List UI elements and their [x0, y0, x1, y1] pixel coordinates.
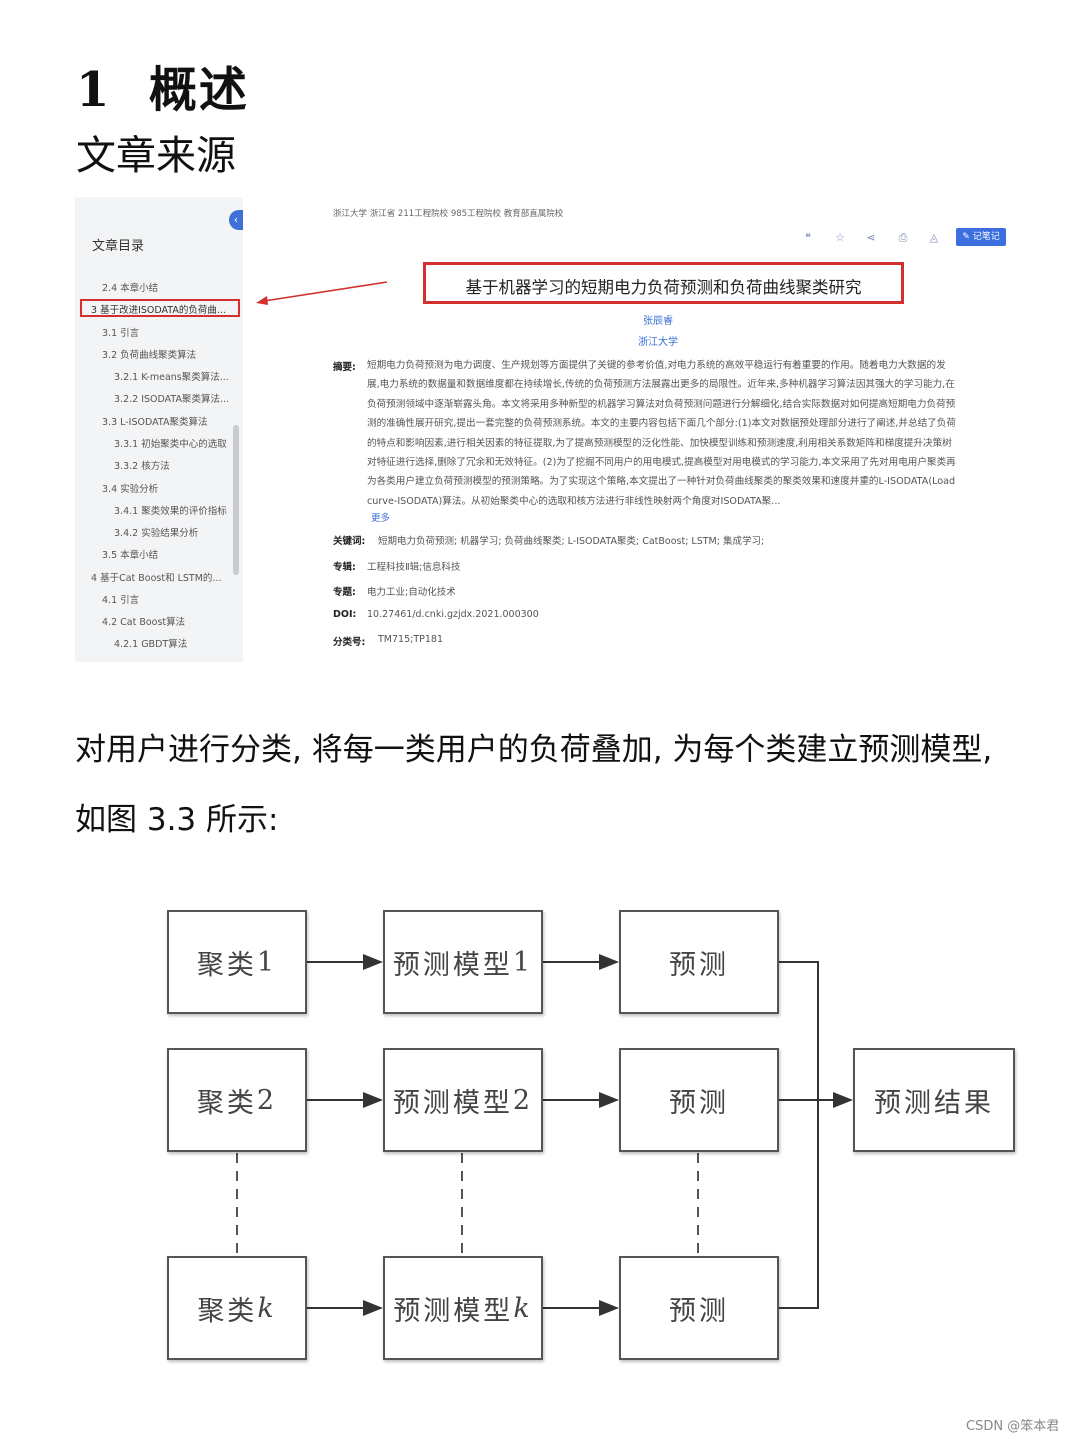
topic-value: 电力工业;自动化技术	[367, 584, 456, 598]
predict-k-box: 预测	[619, 1256, 779, 1360]
subheading: 文章来源	[76, 123, 236, 181]
toc-item[interactable]: 3.3.1 初始聚类中心的选取	[114, 436, 232, 450]
abstract-line: 对特征进行选择,删除了冗余和无效特征。(2)为了挖掘不同用户的用电模式,提高模型…	[367, 453, 1007, 472]
toc-item[interactable]: 3.3 L-ISODATA聚类算法	[102, 414, 232, 428]
classification-value: TM715;TP181	[378, 634, 443, 645]
keywords-value: 短期电力负荷预测; 机器学习; 负荷曲线聚类; L-ISODATA聚类; Cat…	[378, 533, 764, 547]
keywords-label: 关键词:	[333, 533, 365, 547]
toc-item[interactable]: 3.4 实验分析	[102, 481, 232, 495]
toc-scrollbar[interactable]	[233, 425, 239, 575]
note-button[interactable]: ✎ 记笔记	[956, 228, 1006, 246]
toc-item[interactable]: 4.1 引言	[102, 592, 232, 606]
toc-item[interactable]: 3.2 负荷曲线聚类算法	[102, 347, 237, 361]
abstract-label: 摘要:	[333, 359, 356, 373]
share-icon[interactable]: ⋖	[862, 229, 880, 247]
abstract-line: 测的准确性展开研究,提出一套完整的负荷预测系统。本文的主要内容包括下面几个部分:…	[367, 414, 1007, 433]
paragraph-line-2: 如图 3.3 所示:	[75, 794, 278, 839]
toc-item[interactable]: 3.2.2 ISODATA聚类算法...	[114, 391, 232, 405]
predict-1-box: 预测	[619, 910, 779, 1014]
paper-title: 基于机器学习的短期电力负荷预测和负荷曲线聚类研究	[426, 274, 901, 298]
abstract-line: 展,电力系统的数据量和数据维度都在持续增长,传统的负荷预测方法展露出更多的局限性…	[367, 375, 1007, 394]
institution-link[interactable]: 浙江大学	[608, 333, 708, 348]
doi-value: 10.27461/d.cnki.gzjdx.2021.000300	[367, 609, 539, 620]
toc-item[interactable]: 4 基于Cat Boost和 LSTM的...	[91, 570, 231, 584]
album-value: 工程科技Ⅱ辑;信息科技	[367, 559, 460, 573]
author-link[interactable]: 张辰睿	[608, 312, 708, 327]
section-title: 概述	[149, 62, 249, 118]
paragraph-line-1: 对用户进行分类, 将每一类用户的负荷叠加, 为每个类建立预测模型,	[75, 724, 992, 769]
toc-item[interactable]: 4.2 Cat Boost算法	[102, 614, 232, 628]
abstract-line: 负荷预测领域中逐渐崭露头角。本文将采用多种新型的机器学习算法对负荷预测问题进行分…	[367, 395, 1007, 414]
abstract-line: 的特点和影响因素,进行相关因素的特征提取,为了提高预测模型的泛化性能、加快模型训…	[367, 434, 1007, 453]
star-icon[interactable]: ☆	[831, 229, 849, 247]
toc-item[interactable]: 3.4.2 实验结果分析	[114, 525, 232, 539]
toc-item[interactable]: 2.4 本章小结	[102, 280, 237, 294]
abstract-line: 为各类用户建立负荷预测模型的预测策略。为了实现这个策略,本文提出了一种针对负荷曲…	[367, 472, 1007, 491]
section-number: 1	[76, 62, 111, 118]
quote-icon[interactable]: ❝	[799, 229, 817, 247]
school-info: 浙江大学 浙江省 211工程院校 985工程院校 教育部直属院校	[333, 207, 563, 219]
toc-item[interactable]: 3.4.1 聚类效果的评价指标	[114, 503, 232, 517]
toc-item[interactable]: 3.2.1 K-means聚类算法...	[114, 369, 232, 383]
print-icon[interactable]: ⎙	[894, 229, 912, 247]
more-link[interactable]: 更多	[371, 510, 390, 524]
toc-item[interactable]: 3.1 引言	[102, 325, 237, 339]
toc-item[interactable]: 4.2.1 GBDT算法	[114, 636, 232, 650]
toc-highlight-box	[80, 299, 240, 317]
predict-2-box: 预测	[619, 1048, 779, 1152]
doi-label: DOI:	[333, 609, 356, 620]
watermark: CSDN @笨本君	[966, 1415, 1059, 1434]
abstract-line: curve-ISODATA)算法。从初始聚类中心的选取和核方法进行非线性映射两个…	[367, 492, 1007, 511]
section-heading: 1 概述	[76, 50, 249, 120]
album-label: 专辑:	[333, 559, 356, 573]
abstract-line: 短期电力负荷预测为电力调度、生产规划等方面提供了关键的参考价值,对电力系统的高效…	[367, 356, 1007, 375]
toc-item[interactable]: 3.5 本章小结	[102, 547, 232, 561]
toc-item[interactable]: 3.3.2 核方法	[114, 458, 232, 472]
annotation-arrow	[250, 278, 390, 308]
classification-label: 分类号:	[333, 634, 365, 648]
result-box: 预测结果	[853, 1048, 1015, 1152]
bell-icon[interactable]: ◬	[925, 229, 943, 247]
collapse-icon[interactable]: ‹	[229, 210, 243, 230]
toc-title: 文章目录	[92, 235, 144, 254]
topic-label: 专题:	[333, 584, 356, 598]
abstract-text: 短期电力负荷预测为电力调度、生产规划等方面提供了关键的参考价值,对电力系统的高效…	[367, 356, 1007, 511]
